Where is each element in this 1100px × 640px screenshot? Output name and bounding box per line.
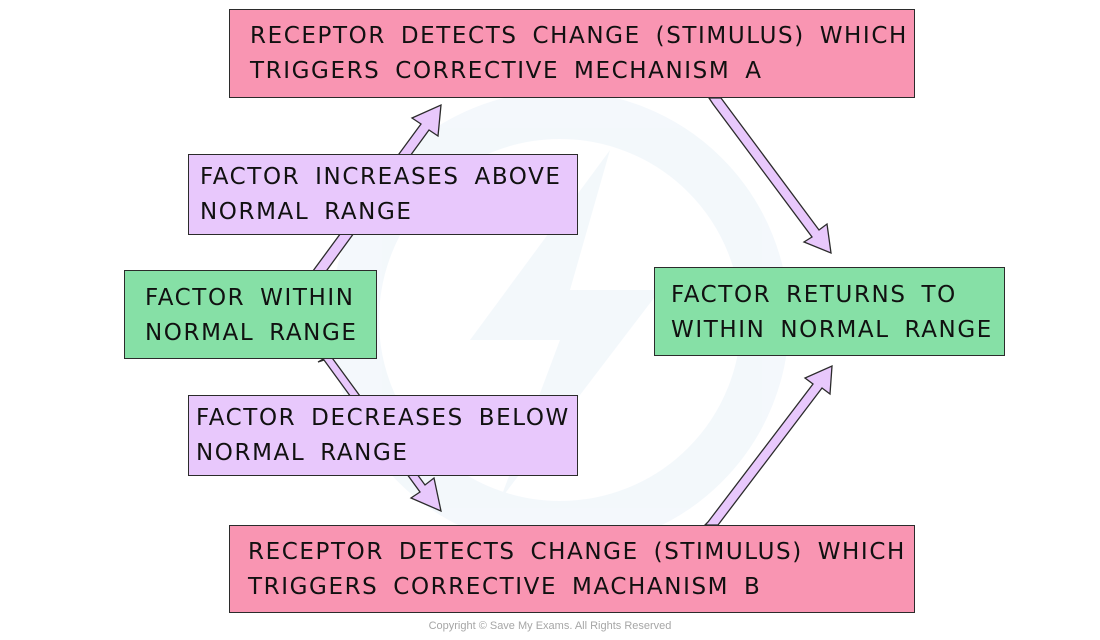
- factor-within-normal-box: FACTOR WITHIN NORMAL RANGE: [124, 270, 377, 359]
- factor-increases-box: FACTOR INCREASES ABOVE NORMAL RANGE: [188, 154, 578, 235]
- receptor-mechanism-b-box: RECEPTOR DETECTS CHANGE (STIMULUS) WHICH…: [229, 525, 915, 613]
- copyright-notice: Copyright © Save My Exams. All Rights Re…: [428, 620, 672, 632]
- factor-returns-box: FACTOR RETURNS TO WITHIN NORMAL RANGE: [654, 267, 1005, 356]
- receptor-mechanism-a-box: RECEPTOR DETECTS CHANGE (STIMULUS) WHICH…: [229, 9, 915, 98]
- factor-decreases-box: FACTOR DECREASES BELOW NORMAL RANGE: [188, 395, 578, 476]
- arrow-mechanism-b-to-returns: [703, 364, 833, 526]
- arrow-mechanism-a-to-returns: [707, 97, 832, 255]
